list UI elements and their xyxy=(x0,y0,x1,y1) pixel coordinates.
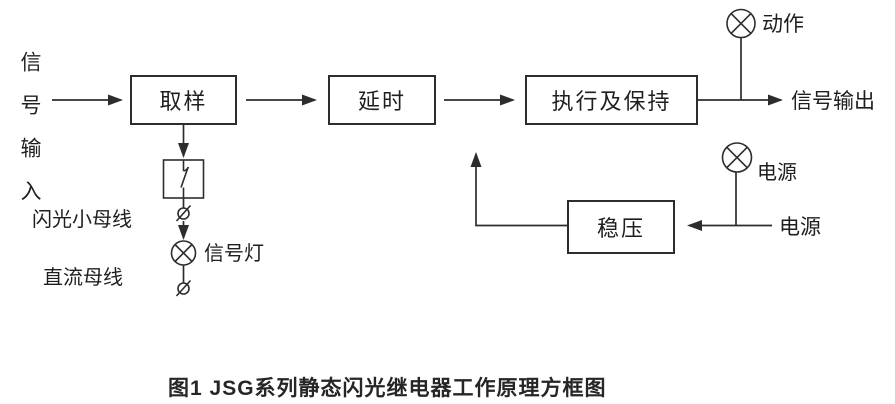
dc-bus-terminal-icon xyxy=(175,279,192,297)
signal-lamp-icon xyxy=(170,240,197,266)
flash-bus-terminal-icon xyxy=(175,204,192,222)
block-regulator: 稳压 xyxy=(567,200,675,254)
switch-contact-icon xyxy=(162,159,205,199)
power-lamp-label: 电源 xyxy=(757,162,797,184)
action-label: 动作 xyxy=(762,13,804,36)
power-source-label: 电源 xyxy=(779,216,821,239)
signal-input-label: 信号输入 xyxy=(18,51,41,223)
figure-caption: 图1 JSG系列静态闪光继电器工作原理方框图 xyxy=(168,377,607,400)
regulator-feedback-arrow xyxy=(470,152,567,227)
dc-bus-label: 直流母线 xyxy=(43,267,123,289)
signal-lamp-label: 信号灯 xyxy=(204,243,264,265)
block-sampling: 取样 xyxy=(130,75,237,125)
signal-output-label: 信号输出 xyxy=(791,90,875,113)
power-lamp-icon xyxy=(721,142,753,173)
flash-bus-label: 闪光小母线 xyxy=(32,209,132,231)
block-delay: 延时 xyxy=(328,75,436,125)
block-execute-hold: 执行及保持 xyxy=(525,75,698,125)
action-lamp-icon xyxy=(726,8,756,39)
